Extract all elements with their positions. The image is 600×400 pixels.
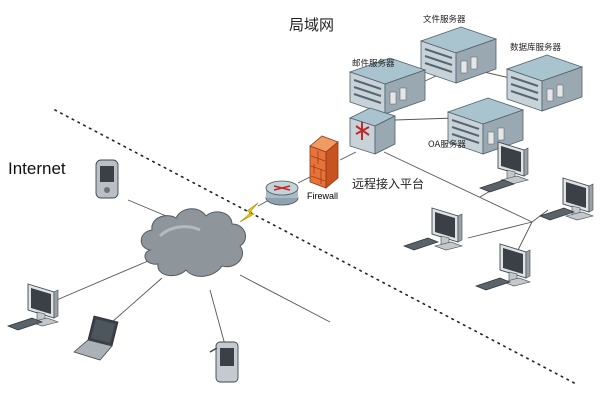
server-icon (420, 26, 497, 84)
internet-title: Internet (8, 159, 66, 178)
lightning-icon (239, 202, 259, 223)
server-icon (506, 54, 583, 112)
lan-workstation-3 (403, 207, 463, 251)
lan-workstation-4 (475, 243, 531, 291)
lan-workstation-2 (539, 177, 594, 221)
firewall-label: Firewall (307, 191, 338, 201)
mail-server: 邮件服务器 (349, 57, 426, 115)
db-server-label: 数据库服务器 (510, 42, 562, 53)
monitor-icon (497, 141, 529, 185)
core-switch (348, 107, 397, 155)
internet-laptop (73, 315, 119, 361)
firewall: Firewall (307, 135, 339, 201)
oa-server: OA服务器 (428, 97, 524, 155)
router (265, 180, 299, 206)
file-server: 文件服务器 (420, 14, 497, 84)
lan-title: 局域网 (289, 16, 334, 34)
oa-server-label: OA服务器 (428, 139, 466, 150)
cloud-icon (140, 208, 247, 277)
remote-access-label: 远程接入平台 (352, 176, 424, 191)
internet-cloud (140, 208, 247, 277)
mail-server-label: 邮件服务器 (352, 58, 395, 69)
file-server-label: 文件服务器 (423, 14, 466, 25)
internet-phone (209, 341, 239, 383)
internet-workstation (7, 283, 59, 331)
monitor-icon (431, 207, 463, 251)
boundary-line (54, 109, 579, 386)
database-server: 数据库服务器 (506, 42, 583, 112)
internet-pda (95, 159, 119, 199)
